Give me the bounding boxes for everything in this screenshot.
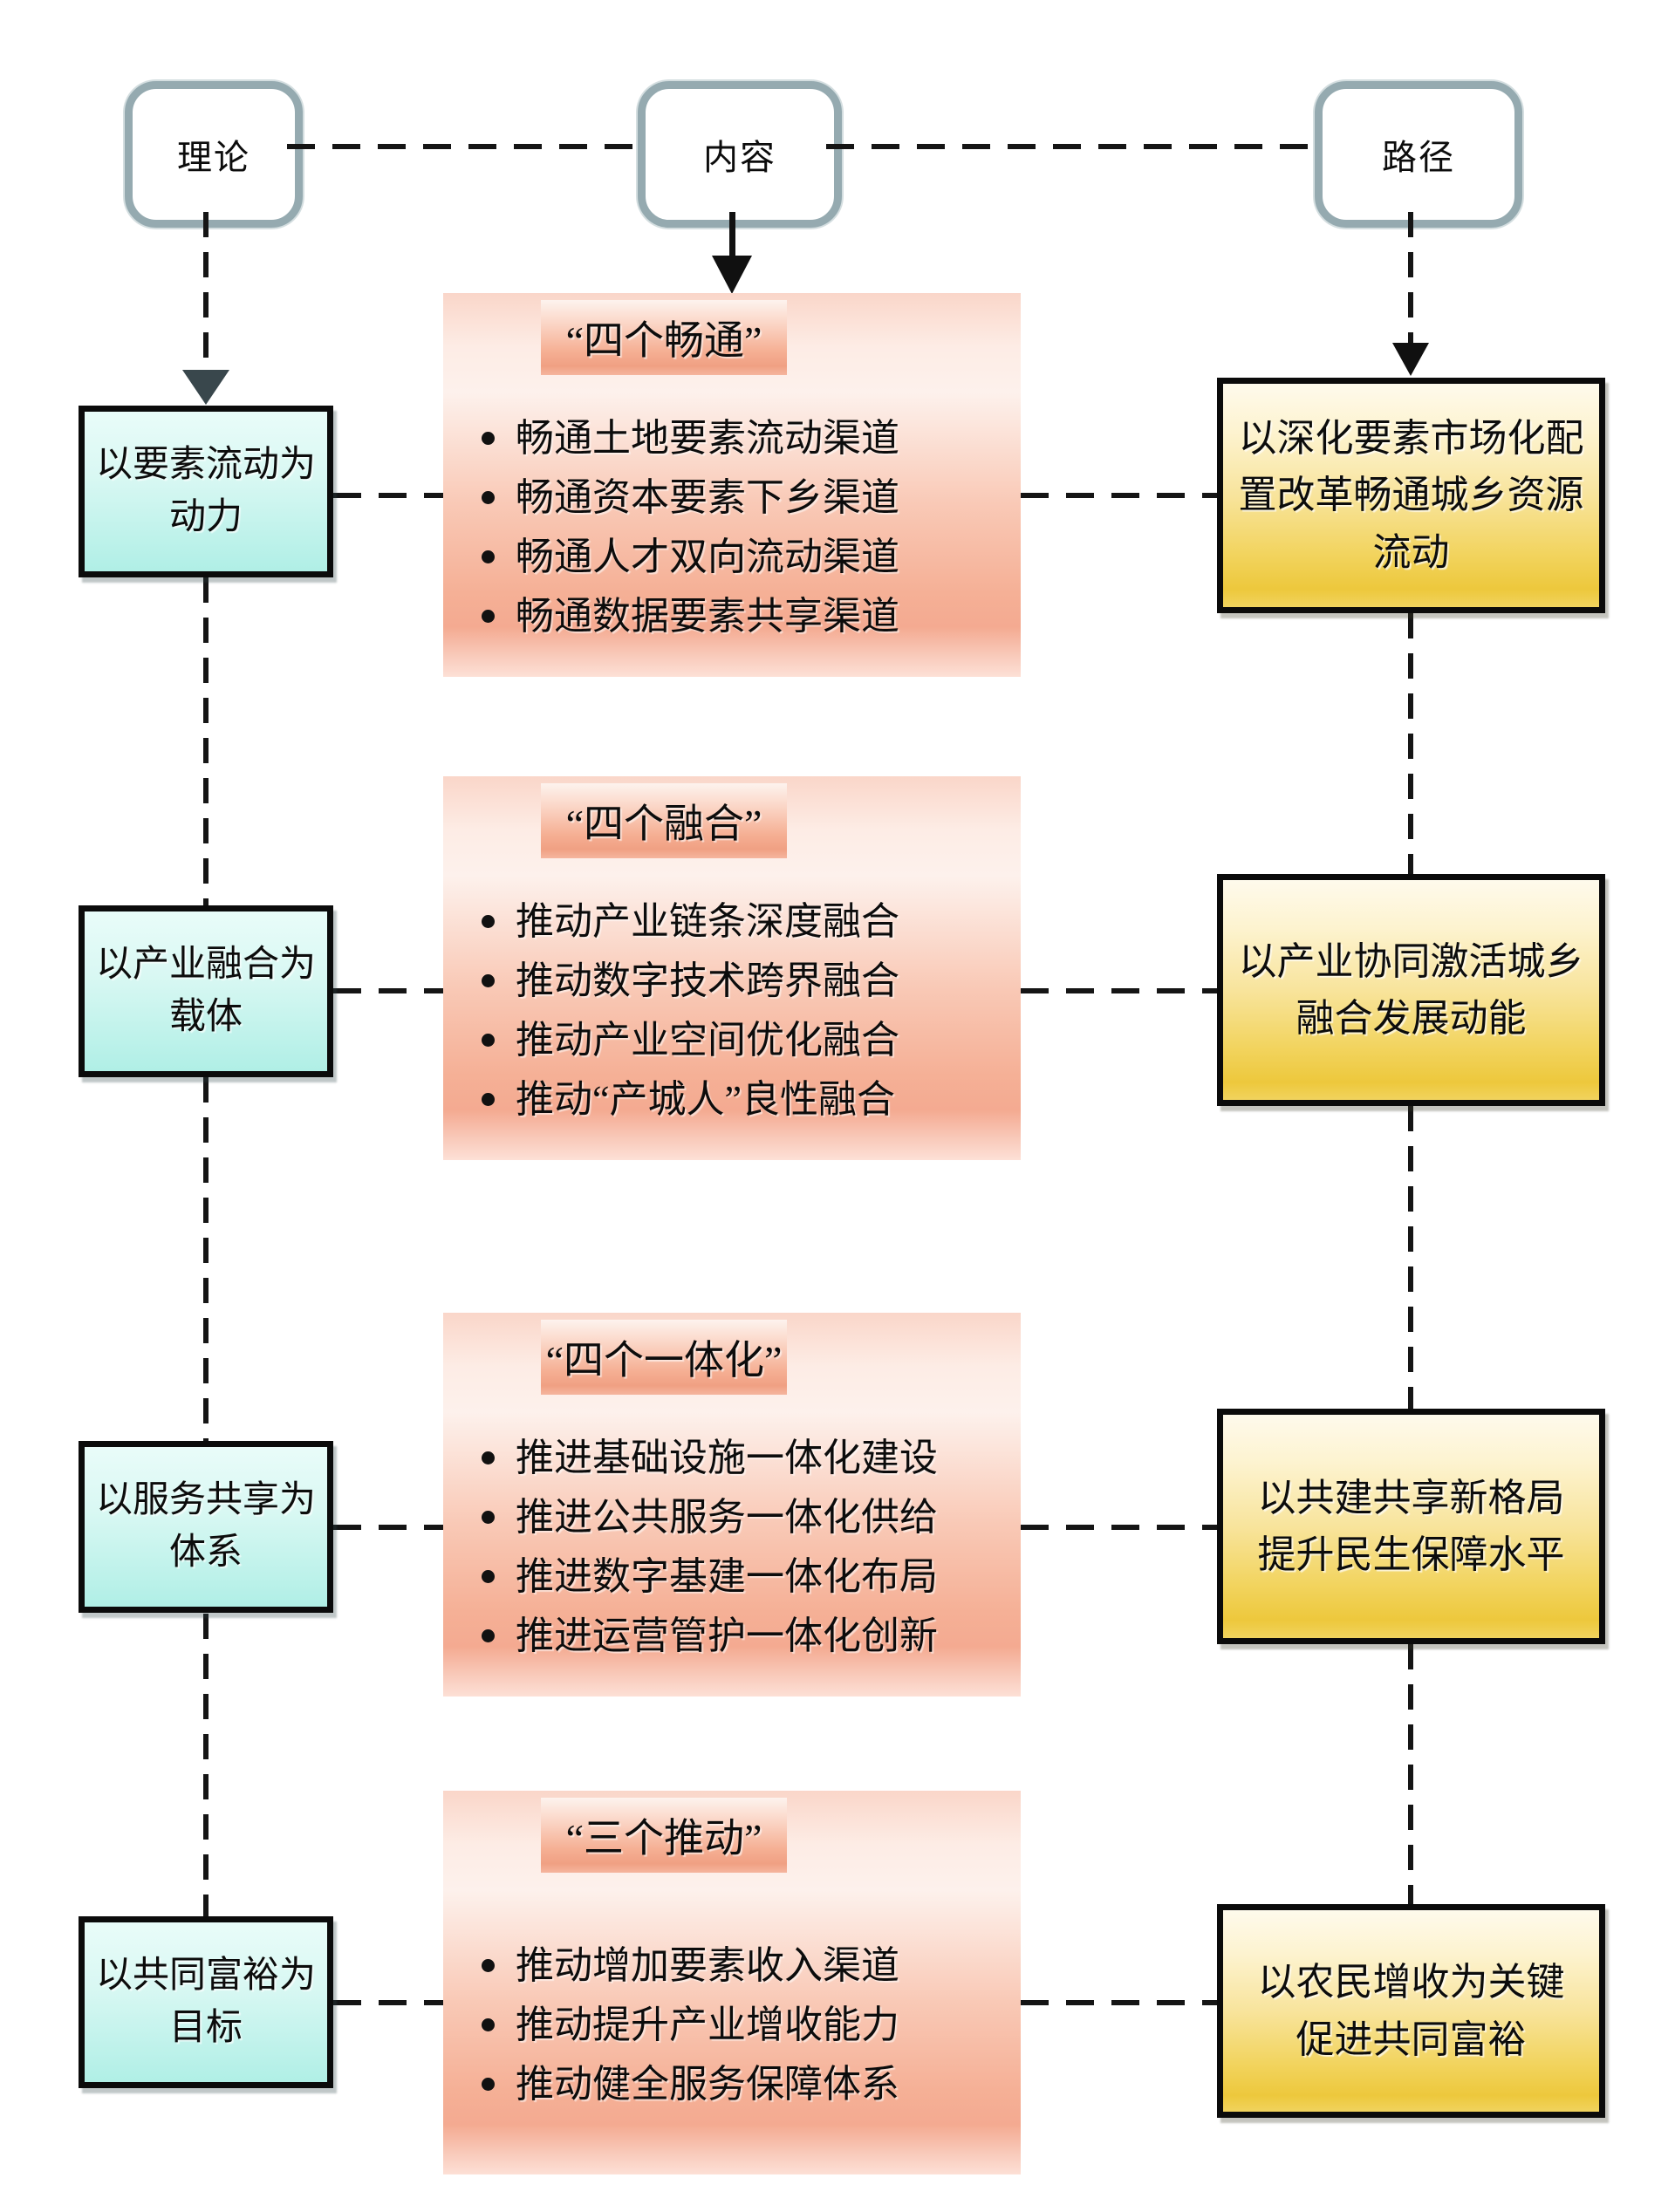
connector-theory-down	[203, 212, 209, 371]
arrowhead-theory-icon	[182, 370, 229, 405]
bullet-item: 推进数字基建一体化布局	[482, 1554, 1003, 1601]
bullet-item: 推动产业链条深度融合	[482, 899, 1003, 946]
panel-title-4: “三个推动”	[541, 1798, 787, 1873]
connector-row4-left	[333, 2000, 443, 2005]
bullet-item: 推进运营管护一体化创新	[482, 1614, 1003, 1660]
connector-content-down	[729, 212, 735, 259]
bullet-list-4: 推动增加要素收入渠道 推动提升产业增收能力 推动健全服务保障体系	[482, 1900, 1003, 2152]
path-box-2: 以产业协同激活城乡 融合发展动能	[1217, 874, 1605, 1106]
connector-row3-left	[333, 1525, 443, 1530]
node-path: 路径	[1315, 81, 1522, 228]
content-panel-1: “四个畅通” 畅通土地要素流动渠道 畅通资本要素下乡渠道 畅通人才双向流动渠道 …	[443, 293, 1021, 677]
connector-row1-left	[333, 493, 443, 498]
bullet-list-3: 推进基础设施一体化建设 推进公共服务一体化供给 推进数字基建一体化布局 推进运营…	[482, 1422, 1003, 1674]
bullet-item: 畅通人才双向流动渠道	[482, 535, 1003, 581]
bullet-list-2: 推动产业链条深度融合 推动数字技术跨界融合 推动产业空间优化融合 推动“产城人”…	[482, 885, 1003, 1137]
path-box-3: 以共建共享新格局 提升民生保障水平	[1217, 1409, 1605, 1644]
bullet-item: 推动产业空间优化融合	[482, 1018, 1003, 1064]
bullet-item: 推进公共服务一体化供给	[482, 1495, 1003, 1541]
panel-title-3: “四个一体化”	[541, 1320, 787, 1395]
arrowhead-path-icon	[1392, 343, 1429, 376]
connector-theory-content	[287, 144, 638, 149]
content-panel-4: “三个推动” 推动增加要素收入渠道 推动提升产业增收能力 推动健全服务保障体系	[443, 1791, 1021, 2174]
node-theory: 理论	[125, 81, 303, 228]
connector-row3-right	[1021, 1525, 1217, 1530]
theory-box-2: 以产业融合为 载体	[79, 905, 333, 1077]
bullet-item: 推动健全服务保障体系	[482, 2062, 1003, 2108]
bullet-item: 推动增加要素收入渠道	[482, 1943, 1003, 1990]
bullet-item: 畅通土地要素流动渠道	[482, 416, 1003, 462]
connector-row2-left	[333, 988, 443, 993]
connector-theory-2-3	[203, 1077, 209, 1441]
connector-content-path	[826, 144, 1315, 149]
connector-row4-right	[1021, 2000, 1217, 2005]
panel-title-2: “四个融合”	[541, 783, 787, 858]
connector-row2-right	[1021, 988, 1217, 993]
bullet-item: 推动数字技术跨界融合	[482, 959, 1003, 1005]
theory-box-1: 以要素流动为 动力	[79, 406, 333, 577]
bullet-item: 畅通数据要素共享渠道	[482, 594, 1003, 640]
bullet-item: 推动“产城人”良性融合	[482, 1077, 1003, 1123]
arrowhead-content-icon	[712, 256, 752, 294]
bullet-list-1: 畅通土地要素流动渠道 畅通资本要素下乡渠道 畅通人才双向流动渠道 畅通数据要素共…	[482, 402, 1003, 654]
content-panel-2: “四个融合” 推动产业链条深度融合 推动数字技术跨界融合 推动产业空间优化融合 …	[443, 776, 1021, 1160]
node-content: 内容	[638, 81, 842, 228]
connector-path-2-3	[1408, 1106, 1413, 1409]
connector-path-3-4	[1408, 1644, 1413, 1904]
theory-box-3: 以服务共享为 体系	[79, 1441, 333, 1613]
connector-theory-1-2	[203, 577, 209, 905]
bullet-item: 推动提升产业增收能力	[482, 2003, 1003, 2049]
path-box-4: 以农民增收为关键 促进共同富裕	[1217, 1904, 1605, 2118]
connector-path-1-2	[1408, 613, 1413, 874]
path-box-1: 以深化要素市场化配 置改革畅通城乡资源 流动	[1217, 378, 1605, 613]
connector-row1-right	[1021, 493, 1217, 498]
content-panel-3: “四个一体化” 推进基础设施一体化建设 推进公共服务一体化供给 推进数字基建一体…	[443, 1313, 1021, 1697]
connector-theory-3-4	[203, 1614, 209, 1916]
bullet-item: 畅通资本要素下乡渠道	[482, 475, 1003, 522]
theory-box-4: 以共同富裕为 目标	[79, 1916, 333, 2088]
connector-path-down	[1408, 212, 1413, 343]
panel-title-1: “四个畅通”	[541, 300, 787, 375]
bullet-item: 推进基础设施一体化建设	[482, 1436, 1003, 1482]
